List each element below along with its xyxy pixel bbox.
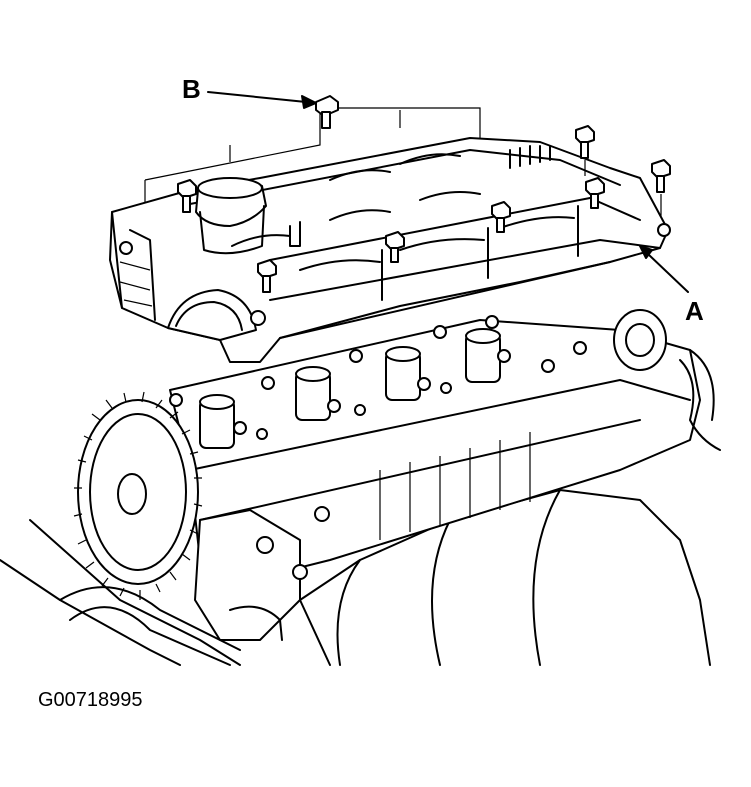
callout-label-b: B — [182, 74, 201, 104]
bolt — [575, 125, 595, 159]
bolt — [651, 159, 671, 193]
timing-gear — [73, 391, 203, 600]
callout-leaders — [207, 91, 689, 293]
valve-cover-bolts — [177, 95, 671, 293]
cylinder-head-assembly — [0, 309, 721, 666]
bolt — [585, 177, 605, 209]
camshaft-rear-end — [613, 309, 721, 451]
figure-id: G00718995 — [38, 689, 143, 711]
bolt — [257, 259, 277, 293]
head-bolts — [169, 315, 587, 440]
oil-filler-cap — [195, 177, 267, 255]
bolt — [385, 231, 405, 263]
bolt — [177, 179, 197, 213]
callout-label-a: A — [685, 296, 704, 326]
bolt — [491, 201, 511, 233]
bolt-b — [315, 95, 339, 129]
